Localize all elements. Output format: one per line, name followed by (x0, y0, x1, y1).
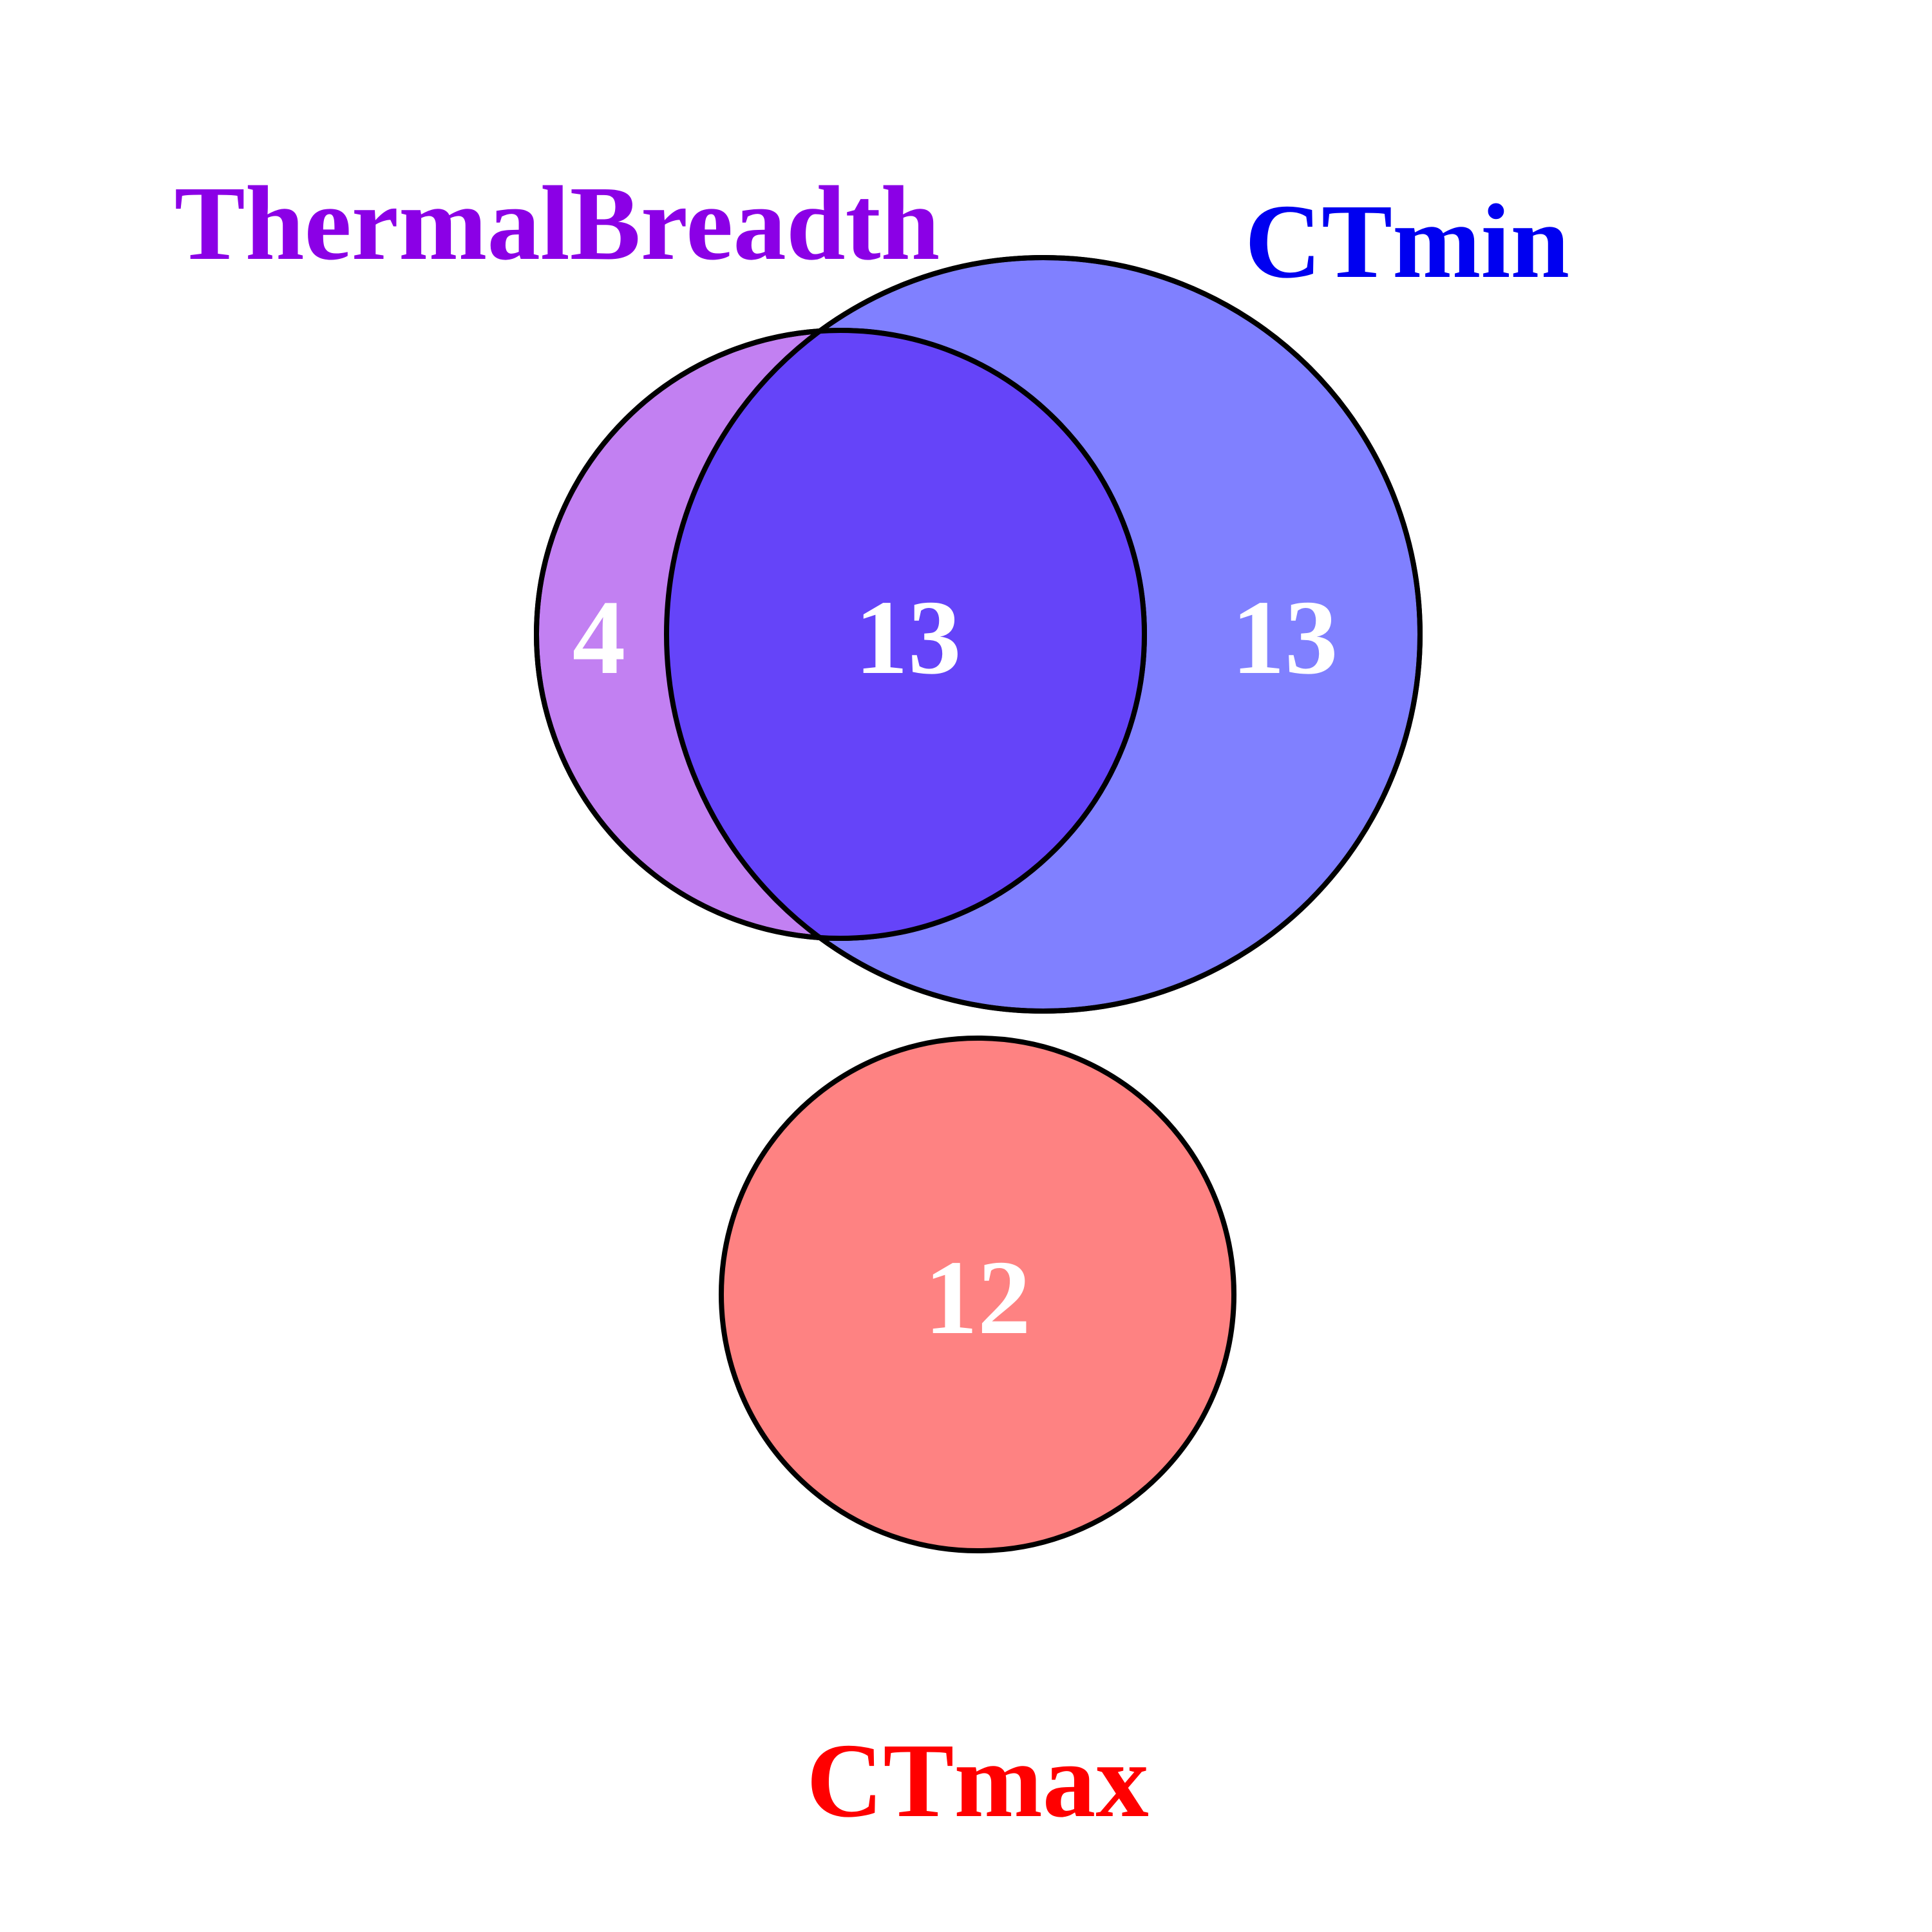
thermal-breadth-label: ThermalBreadth (175, 164, 940, 282)
count-thermal-ctmin: 13 (855, 578, 961, 696)
ctmax-label: CTmax (806, 1721, 1149, 1839)
count-ctmin-only: 13 (1232, 578, 1338, 696)
ctmin-outline (664, 255, 1423, 1014)
count-thermal-only: 4 (573, 578, 626, 696)
ctmin-label: CTmin (1245, 182, 1569, 300)
thermal-ctmin-overlap-region (667, 330, 1144, 938)
thermal-breadth-outline (534, 328, 1147, 941)
count-ctmax-only: 12 (925, 1238, 1031, 1356)
ctmax-set-circle (719, 1036, 1236, 1553)
